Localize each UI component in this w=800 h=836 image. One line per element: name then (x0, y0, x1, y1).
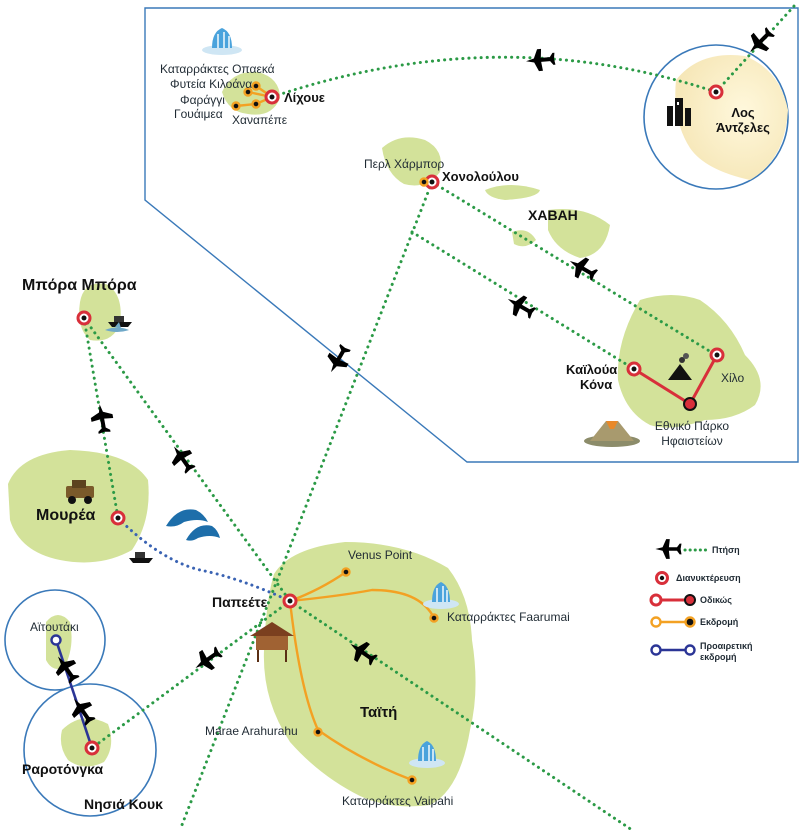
flight-routes (82, 3, 797, 832)
island-maui (548, 209, 610, 258)
optional-route (54, 639, 94, 749)
waterfall-icon (202, 28, 242, 55)
legend-road-label: Οδικώς (700, 595, 732, 605)
place-label-faarumai: Καταρράκτες Faarumai (447, 610, 570, 624)
place-label-waimea-2: Γουάιμεα (174, 107, 223, 121)
jeep-icon (66, 480, 94, 504)
hawaii-inset-frame (144, 7, 799, 463)
airplane-icon (655, 539, 682, 559)
place-label-kauai-falls: Καταρράκτες Οπαεκά (160, 62, 275, 76)
overnight-markers (76, 84, 725, 756)
place-label-la-1: Λος (731, 105, 755, 120)
place-label-marae: Marae Arahurahu (205, 724, 298, 738)
place-label-papeete: Παπεέτε (212, 594, 268, 610)
waterfall-icon (409, 741, 445, 768)
legend (649, 539, 710, 656)
hut-icon (250, 622, 294, 662)
airplane-icon (88, 402, 116, 435)
place-label-bora-bora: Μπόρα Μπόρα (22, 277, 137, 294)
volcano-icon (668, 353, 692, 380)
place-label-hanapepe: Χαναπέπε (232, 113, 288, 127)
shark-icon (105, 322, 129, 332)
place-label-hilo: Χίλο (721, 371, 745, 385)
island-big-island (617, 295, 761, 428)
place-label-la-2: Άντζελες (716, 120, 770, 135)
excursion-markers (231, 81, 439, 785)
volcano-icon (584, 421, 640, 447)
region-label-tahiti: Ταϊτή (360, 704, 398, 721)
dolphin-icon (166, 509, 220, 541)
place-label-lihue: Λίχουε (284, 90, 325, 105)
region-label-cook-islands: Νησιά Κουκ (84, 796, 163, 812)
place-label-pearl-harbor: Περλ Χάρμπορ (364, 157, 445, 171)
place-label-honolulu: Χονολούλου (442, 169, 519, 184)
legend-optional-label-2: εκδρομή (700, 652, 737, 662)
place-label-volcano-2: Ηφαιστείων (661, 434, 723, 448)
waterfall-icon (423, 582, 459, 609)
los-angeles-land (675, 55, 788, 180)
place-label-moorea: Μουρέα (36, 507, 96, 524)
place-label-volcano-1: Εθνικό Πάρκο (654, 419, 730, 433)
boat-route (116, 516, 292, 603)
region-label-hawaii: ΧΑΒΑΗ (528, 207, 578, 223)
island-rarotonga (60, 718, 112, 767)
place-label-vaipahi: Καταρράκτες Vaipahi (342, 794, 454, 808)
place-label-rarotonga: Ραροτόνγκα (22, 761, 104, 777)
legend-optional-label-1: Προαιρετική (700, 641, 753, 651)
place-label-kailua-2: Κόνα (580, 377, 613, 392)
island-oahu (382, 137, 441, 186)
road-stop-marker (683, 397, 697, 411)
legend-overnight-label: Διανυκτέρευση (676, 573, 741, 583)
legend-flight-label: Πτήση (712, 545, 740, 555)
place-label-kauai-gardens: Φυτεία Κιλοάνα (170, 77, 253, 91)
island-moorea (8, 450, 149, 563)
legend-excursion-label: Εκδρομή (700, 617, 739, 627)
place-label-aitutaki: Αϊτουτάκι (30, 620, 79, 634)
place-label-venus-point: Venus Point (348, 548, 413, 562)
airplane-icon (502, 289, 539, 324)
airplane-icon (189, 642, 226, 678)
airplane-icon (525, 47, 556, 73)
place-label-waimea-1: Φαράγγι (180, 93, 225, 107)
island-molokai (485, 185, 540, 200)
optional-marker (50, 634, 62, 646)
island-tahiti (263, 542, 476, 807)
place-label-kailua-1: Καϊλούα (566, 362, 618, 377)
boat-icon (108, 316, 132, 327)
island-bora-bora (79, 283, 121, 341)
boat-icon (129, 552, 153, 563)
city-skyline-icon (667, 98, 691, 126)
